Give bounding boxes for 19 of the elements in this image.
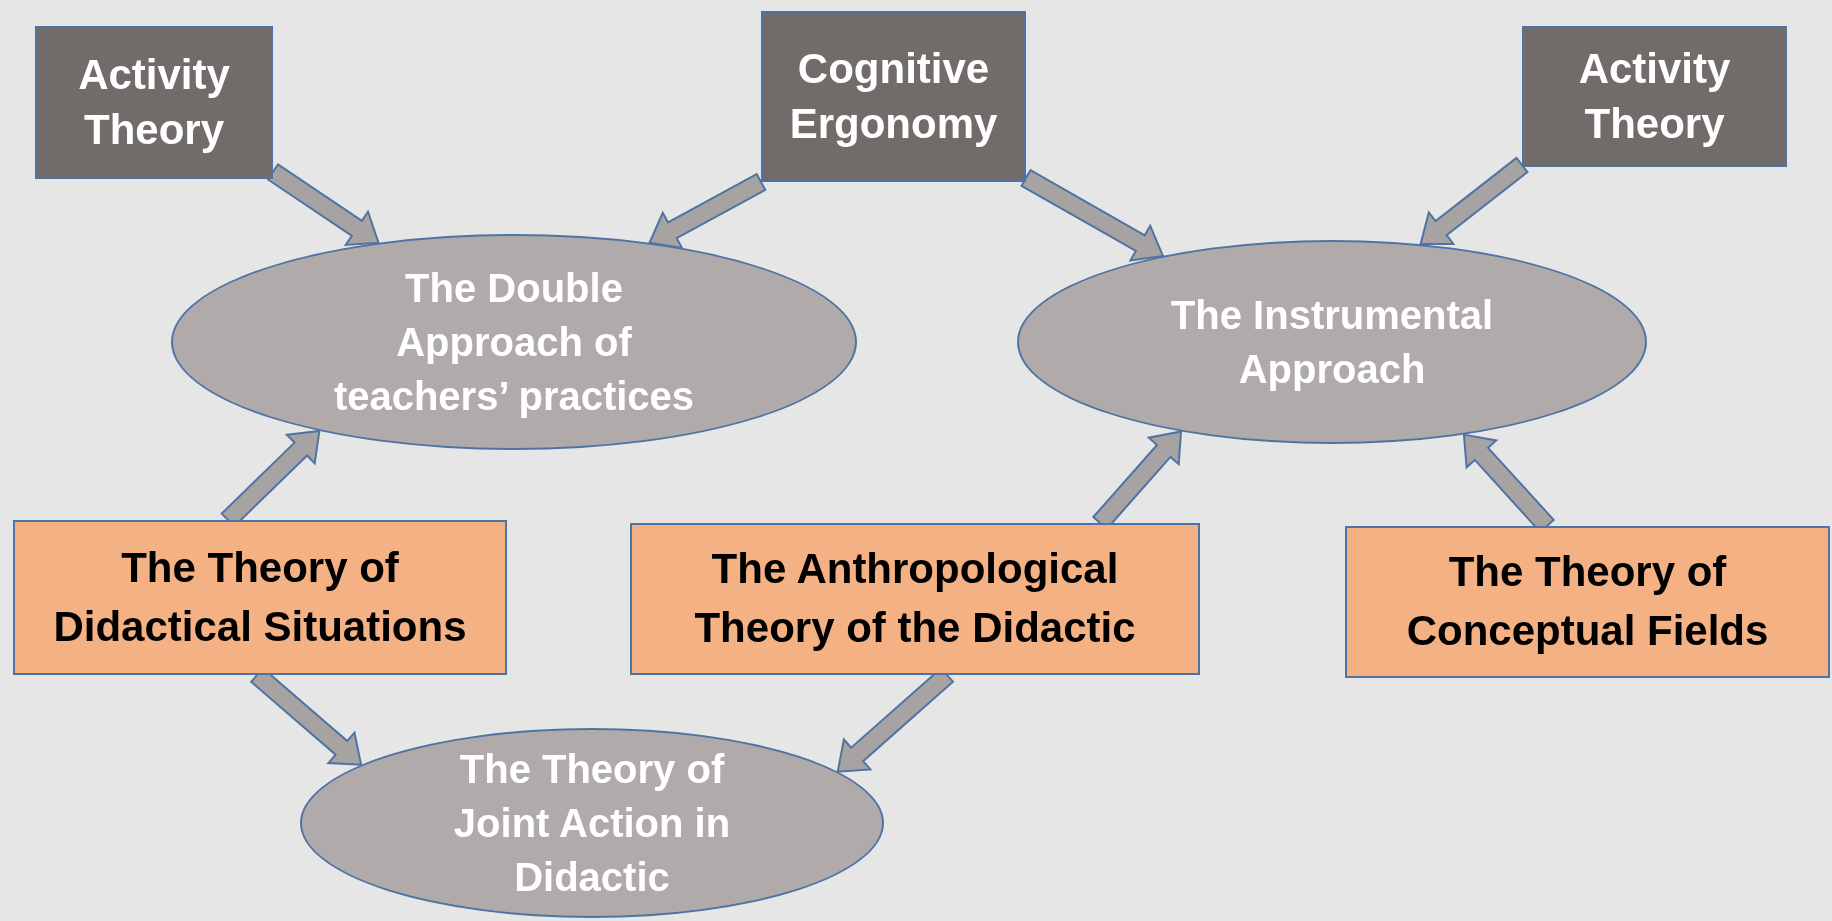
- block-arrow: [1419, 156, 1529, 246]
- text-box: [1345, 526, 1830, 678]
- node-label: The Anthropological Theory of the Didactic: [693, 544, 1137, 653]
- node-label: Activity Theory: [1577, 43, 1732, 149]
- node-label: The Theory of Joint Action in Didactic: [452, 746, 732, 901]
- node-label: The Theory of Conceptual Fields: [1405, 547, 1770, 656]
- text-box: [630, 523, 1200, 675]
- text-box: [1522, 26, 1787, 167]
- node-label: Activity Theory: [77, 49, 231, 155]
- node-label: The Double Approach of teachers’ practices: [332, 265, 696, 420]
- text-box: [761, 11, 1026, 182]
- block-arrow: [648, 172, 767, 250]
- node-label: Cognitive Ergonomy: [788, 43, 999, 149]
- block-arrow: [266, 163, 380, 247]
- block-arrow: [1020, 168, 1165, 262]
- text-box: [35, 26, 273, 179]
- node-label: The Instrumental Approach: [1169, 292, 1495, 393]
- text-box: [13, 520, 507, 675]
- node-label: The Theory of Didactical Situations: [52, 542, 468, 652]
